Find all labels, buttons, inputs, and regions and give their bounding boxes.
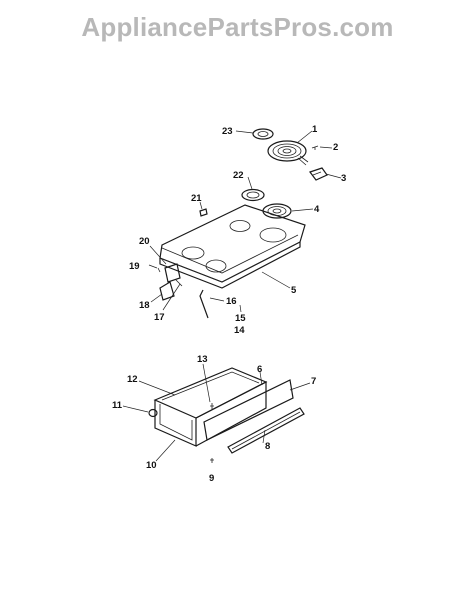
support-rod [199, 289, 209, 319]
watermark-text: AppliancePartsPros.com [81, 12, 394, 42]
callout-1: 1 [312, 124, 318, 135]
drawer-assembly [148, 367, 305, 463]
callout-4: 4 [314, 204, 320, 215]
clip [199, 208, 208, 217]
callout-6: 6 [257, 364, 262, 375]
drip-bowl [241, 188, 265, 202]
screw [210, 403, 214, 410]
callout-14: 14 [234, 325, 245, 336]
terminal-block [309, 167, 328, 181]
drip-bowl [262, 203, 292, 219]
screw [311, 145, 319, 150]
callout-3: 3 [341, 173, 346, 184]
callout-20: 20 [139, 236, 150, 247]
callout-8: 8 [265, 441, 270, 452]
callout-11: 11 [112, 400, 123, 411]
burner-opening [205, 259, 227, 273]
roller [148, 408, 158, 418]
callout-7: 7 [311, 376, 316, 387]
callout-16: 16 [226, 296, 237, 307]
callout-2: 2 [333, 142, 338, 153]
cooktop-assembly [157, 128, 328, 319]
callout-labels: 1 2 3 4 5 6 7 8 9 10 11 12 13 14 15 16 1… [112, 124, 346, 484]
drip-bowl [252, 128, 274, 140]
trim-strip [227, 407, 305, 454]
screw [210, 458, 214, 463]
callout-13: 13 [197, 354, 208, 365]
hinge-bracket [157, 263, 183, 301]
callout-15: 15 [235, 313, 246, 324]
cooktop-surface [159, 204, 306, 283]
burner-opening [259, 227, 287, 243]
callout-18: 18 [139, 300, 150, 311]
callout-10: 10 [146, 460, 157, 471]
callout-21: 21 [191, 193, 202, 204]
surface-element [267, 140, 309, 166]
burner-opening [181, 246, 205, 260]
leader-lines [122, 130, 342, 462]
callout-12: 12 [127, 374, 138, 385]
callout-17: 17 [154, 312, 165, 323]
callout-22: 22 [233, 170, 244, 181]
callout-9: 9 [209, 473, 214, 484]
burner-opening [229, 220, 251, 232]
callout-5: 5 [291, 285, 297, 296]
callout-23: 23 [222, 126, 233, 137]
drawer-front [203, 379, 294, 441]
callout-19: 19 [129, 261, 140, 272]
